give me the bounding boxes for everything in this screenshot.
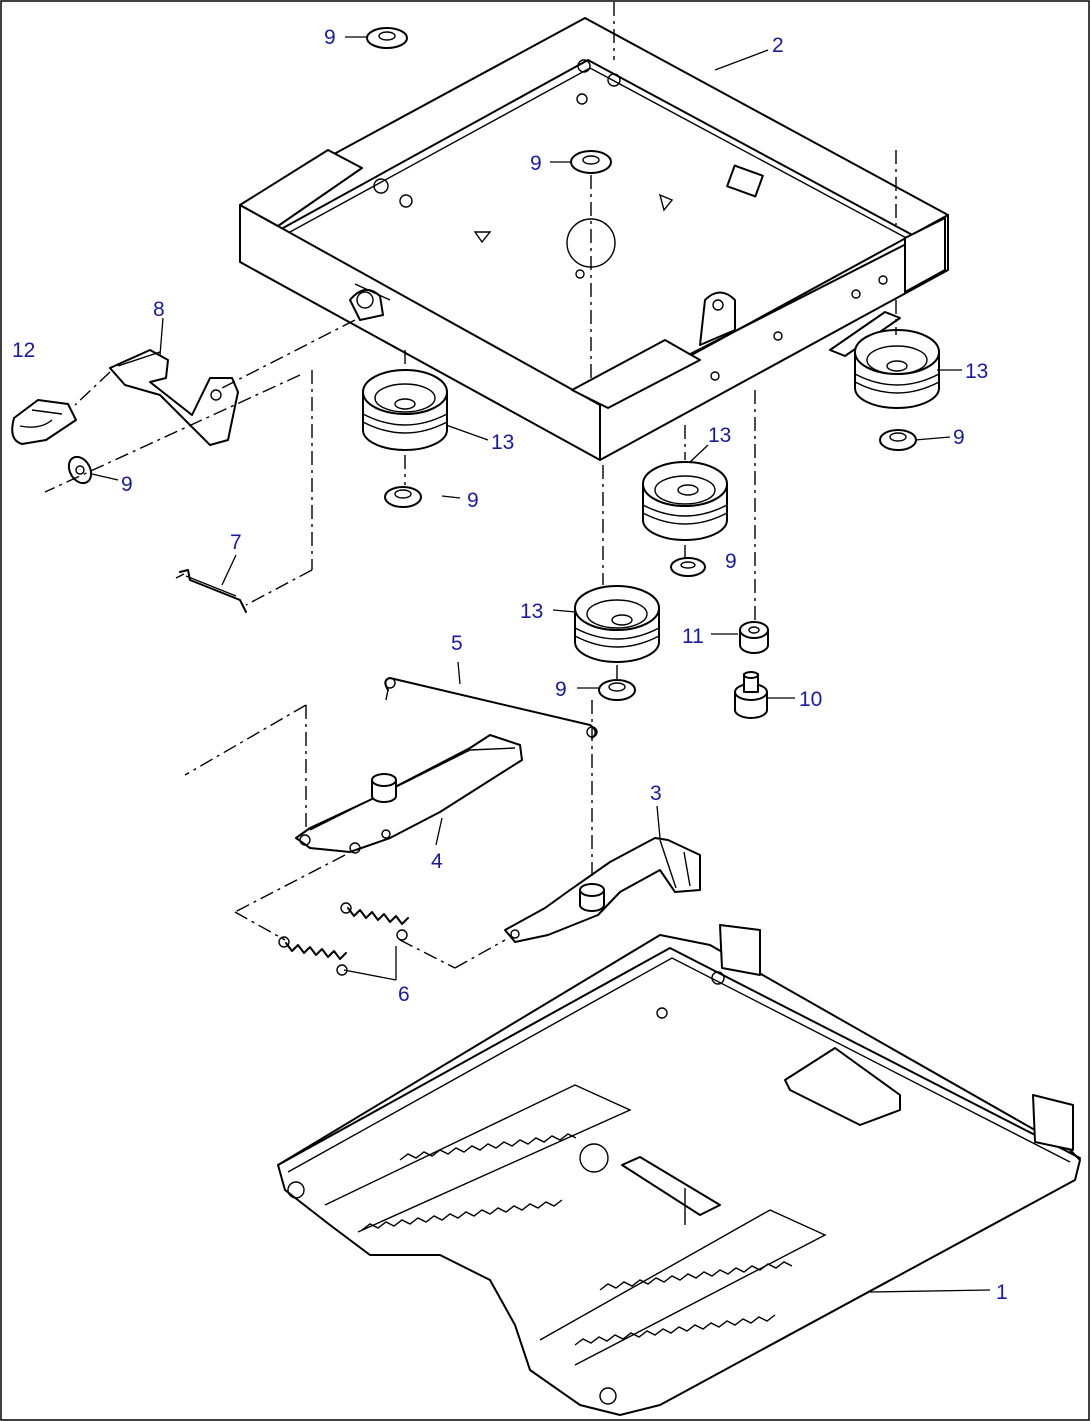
nut-part-9-top bbox=[366, 27, 408, 49]
callout-7: 7 bbox=[230, 531, 242, 554]
callout-9: 9 bbox=[324, 26, 336, 49]
collar-part-11 bbox=[739, 621, 769, 654]
damper-part-13-left bbox=[362, 369, 448, 451]
callout-9: 9 bbox=[467, 489, 479, 512]
callouts: 9 2 9 8 12 13 13 13 9 9 9 7 9 13 11 5 9 … bbox=[12, 26, 1008, 1304]
upper-frame-part-2 bbox=[239, 17, 949, 461]
damper-part-13-center bbox=[642, 461, 728, 541]
rod-part-7 bbox=[175, 569, 247, 613]
nut-part-9-center bbox=[570, 150, 612, 174]
base-plate-part-1 bbox=[277, 924, 1081, 1416]
callout-8: 8 bbox=[153, 298, 165, 321]
callout-9: 9 bbox=[555, 678, 567, 701]
callout-13: 13 bbox=[965, 360, 988, 383]
nut-part-9-damper-lower bbox=[598, 679, 636, 701]
damper-part-13-lower bbox=[574, 585, 660, 663]
damper-part-13-right bbox=[854, 329, 940, 409]
callout-12: 12 bbox=[12, 339, 35, 362]
callout-6: 6 bbox=[398, 983, 410, 1006]
callout-9: 9 bbox=[530, 152, 542, 175]
springs-part-6 bbox=[278, 902, 409, 976]
callout-9: 9 bbox=[953, 426, 965, 449]
callout-9: 9 bbox=[121, 473, 133, 496]
callout-13: 13 bbox=[708, 424, 731, 447]
washer-part-9-left bbox=[67, 455, 93, 485]
lever-part-8 bbox=[109, 349, 239, 446]
nut-part-9-damper-left bbox=[384, 486, 422, 508]
callout-11: 11 bbox=[682, 625, 704, 648]
assembly-lines bbox=[44, 2, 897, 969]
leader-lines bbox=[91, 36, 991, 1293]
callout-4: 4 bbox=[431, 850, 443, 873]
bolt-part-10 bbox=[734, 671, 768, 719]
callout-3: 3 bbox=[650, 782, 662, 805]
callout-1: 1 bbox=[996, 1281, 1008, 1304]
callout-13: 13 bbox=[520, 600, 543, 623]
knob-part-12 bbox=[11, 399, 77, 445]
callout-10: 10 bbox=[799, 688, 822, 711]
callout-13: 13 bbox=[491, 431, 514, 454]
callout-5: 5 bbox=[451, 632, 463, 655]
latch-part-3 bbox=[504, 837, 701, 943]
nut-part-9-damper-center bbox=[670, 557, 706, 577]
bracket-part-4 bbox=[295, 734, 523, 854]
nut-part-9-damper-right bbox=[879, 429, 917, 451]
callout-9: 9 bbox=[725, 550, 737, 573]
callout-2: 2 bbox=[772, 34, 784, 57]
